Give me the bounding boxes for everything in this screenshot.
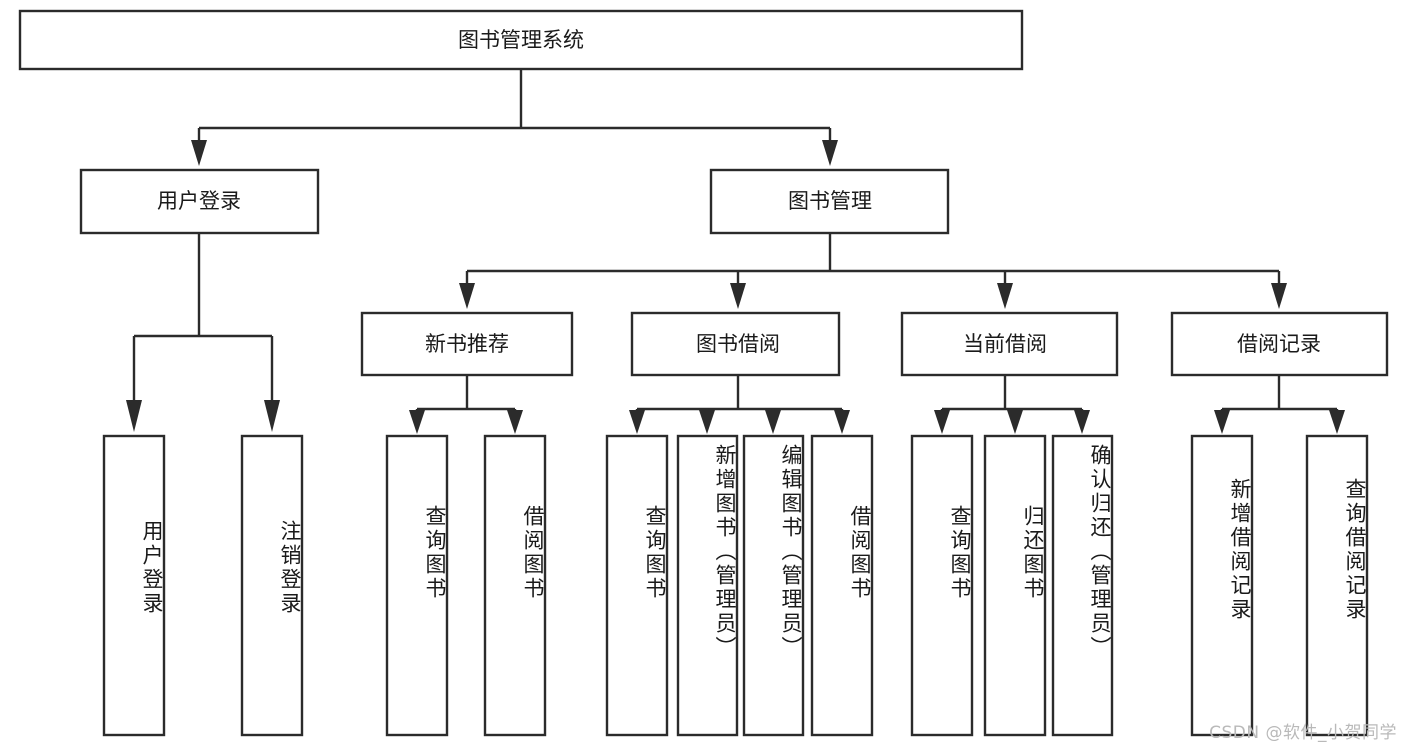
arrow-head-leaf-return-book [1007,410,1023,434]
arrow-head-leaf-query-book-current [934,410,950,434]
node-leaf-borrow-book-box[interactable] [810,434,874,737]
arrow-head-leaf-add-borrow-record [1214,410,1230,434]
arrow-head-book-borrow [730,283,746,309]
node-current-borrow[interactable]: 当前借阅 [900,311,1119,377]
arrow-head-leaf-edit-book-admin [765,410,781,434]
node-book-borrow-label: 图书借阅 [696,332,780,356]
arrow-head-leaf-query-book-recommend [409,410,425,434]
connector-group-book-manage [459,233,1287,309]
node-new-book-recommend-box[interactable] [360,311,574,377]
arrow-head-leaf-logout-login [264,400,280,432]
node-current-borrow-box[interactable] [900,311,1119,377]
node-user-login[interactable]: 用户登录 [79,168,320,235]
arrow-head-book-manage [822,140,838,166]
node-book-manage-label: 图书管理 [788,189,872,213]
node-new-book-recommend[interactable]: 新书推荐 [360,311,574,377]
node-borrow-record-label: 借阅记录 [1237,332,1321,356]
node-root[interactable]: 图书管理系统 [18,9,1024,71]
node-leaf-query-borrow-record-box[interactable] [1305,434,1369,737]
arrow-head-leaf-confirm-return-admin [1074,410,1090,434]
node-new-book-recommend-label: 新书推荐 [425,332,509,356]
arrow-head-user-login [191,140,207,166]
arrow-head-leaf-borrow-book-recommend [507,410,523,434]
csdn-watermark: CSDN @软件_小贺同学 [1209,723,1397,743]
node-leaf-confirm-return-admin-box[interactable] [1051,434,1114,737]
node-root-label: 图书管理系统 [458,28,584,52]
connector-group-borrow-record [1214,375,1345,434]
node-leaf-add-borrow-record-box[interactable] [1190,434,1254,737]
arrow-head-leaf-borrow-book [834,410,850,434]
node-leaf-logout-login-box[interactable] [240,434,304,737]
connector-group-root [191,69,838,166]
node-leaf-return-book-box[interactable] [983,434,1047,737]
node-leaf-user-login-box[interactable] [102,434,166,737]
node-borrow-record-box[interactable] [1170,311,1389,377]
arrow-head-leaf-query-book-borrow [629,410,645,434]
node-leaf-query-book-borrow-box[interactable] [605,434,669,737]
node-leaf-borrow-book-recommend-box[interactable] [483,434,547,737]
leaf-boxes [102,434,1369,737]
node-user-login-box[interactable] [79,168,320,235]
node-book-borrow-box[interactable] [630,311,841,377]
arrow-head-leaf-user-login [126,400,142,432]
arrow-head-leaf-query-borrow-record [1329,410,1345,434]
node-user-login-label: 用户登录 [157,189,241,213]
node-book-borrow[interactable]: 图书借阅 [630,311,841,377]
node-book-manage[interactable]: 图书管理 [709,168,950,235]
node-book-manage-box[interactable] [709,168,950,235]
node-borrow-record[interactable]: 借阅记录 [1170,311,1389,377]
node-leaf-edit-book-admin-box[interactable] [742,434,805,737]
connector-group-current-borrow [934,375,1090,434]
arrow-head-borrow-record [1271,283,1287,309]
arrow-head-new-book-recommend [459,283,475,309]
node-leaf-add-book-admin-box[interactable] [676,434,739,737]
connector-group-book-borrow [629,375,850,434]
connector-group-user-login [126,233,280,432]
node-leaf-query-book-recommend-box[interactable] [385,434,449,737]
node-current-borrow-label: 当前借阅 [963,332,1047,356]
arrow-head-current-borrow [997,283,1013,309]
node-root-box[interactable] [18,9,1024,71]
arrow-head-leaf-add-book-admin [699,410,715,434]
node-leaf-query-book-current-box[interactable] [910,434,974,737]
connector-group-new-book-recommend [409,375,523,434]
